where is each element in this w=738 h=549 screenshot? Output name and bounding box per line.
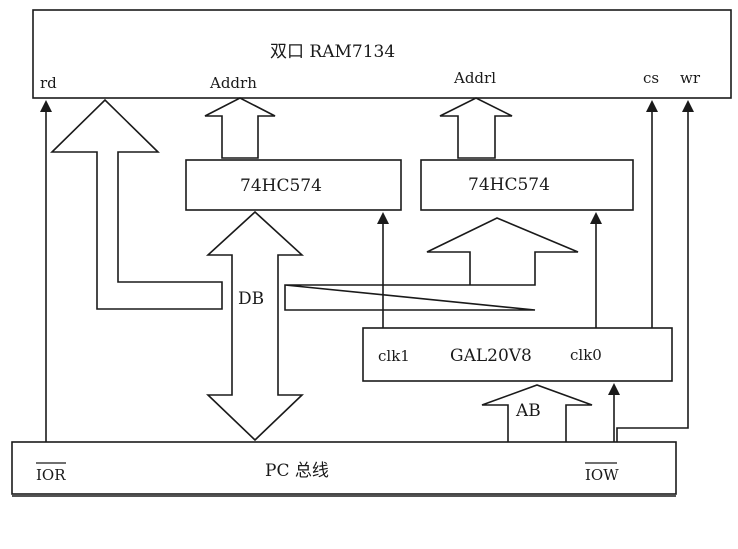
ab-label: AB [515,401,541,421]
addrl-pin-label: Addrl [453,69,496,87]
ram-block [32,9,732,99]
iow-label: IOW [585,466,619,484]
latch-low-block [420,159,634,211]
cs-arrowhead-icon [646,100,658,112]
rd-pin-label: rd [40,74,57,92]
gal-label: GAL20V8 [450,346,532,366]
wr-arrowhead-icon [682,100,694,112]
clk1-arrowhead-icon [377,212,389,224]
latch-low-label: 74HC574 [468,175,550,195]
cs-pin-label: cs [643,69,659,87]
clk1-pin-label: clk1 [378,347,410,365]
latch-high-label: 74HC574 [240,176,322,196]
ab-arrow [481,384,593,446]
wr-pin-label: wr [680,69,701,87]
addrh-arrow [204,97,276,159]
gal-block [362,327,673,382]
iow-gal-arrowhead-icon [608,383,620,395]
ram-title: 双口 RAM7134 [270,42,395,62]
pc-bus-title: PC 总线 [265,461,329,481]
db-to-latch-low-arrow [284,217,579,311]
db-double-arrow [205,210,305,442]
addrl-arrow [439,97,513,159]
ior-label: IOR [36,466,66,484]
db-label: DB [238,289,264,309]
addrh-pin-label: Addrh [209,74,257,92]
clk0-pin-label: clk0 [570,346,602,364]
pc-bus-block [11,441,677,495]
latch-high-block [185,159,402,211]
db-to-ram-arrow [50,98,223,310]
wr-signal-line [616,108,689,442]
clk0-arrowhead-icon [590,212,602,224]
rd-arrowhead-icon [40,100,52,112]
